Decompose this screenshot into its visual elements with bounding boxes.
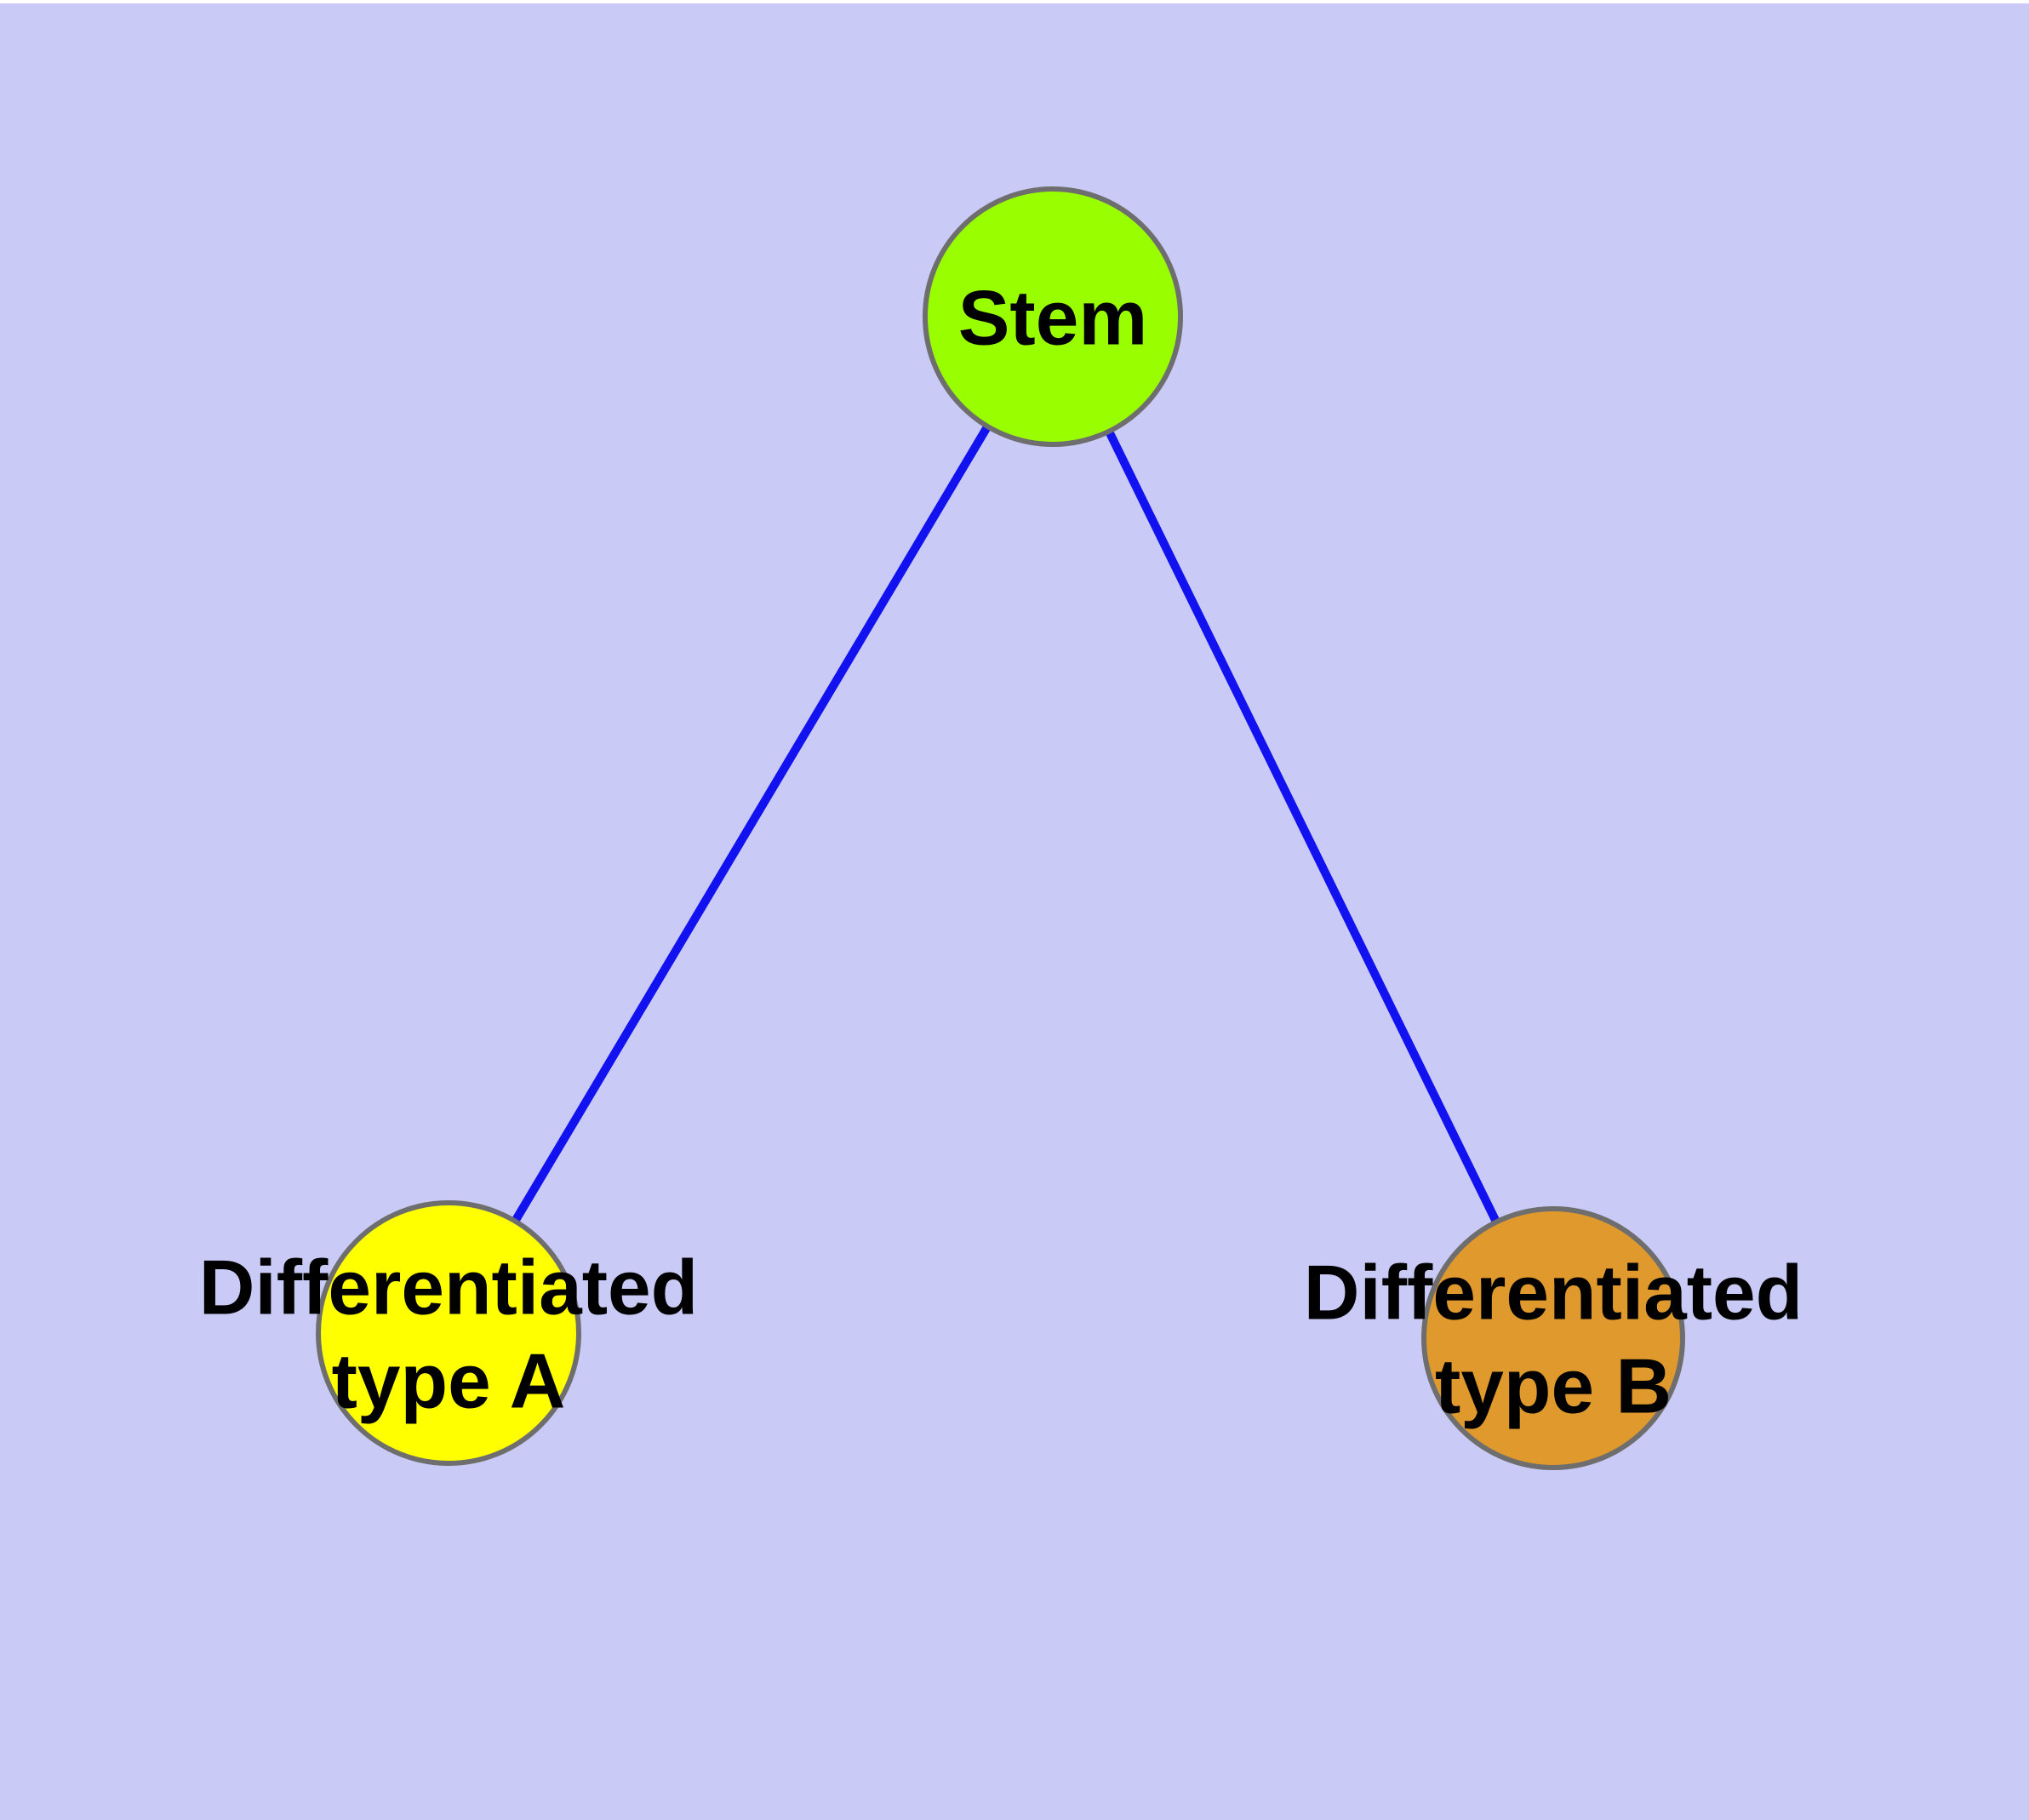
node-label-line: type B [1435,1343,1672,1429]
node-label-line: Differentiated [1304,1250,1803,1336]
node-stem [923,186,1183,447]
edge-stem-typeB [1049,314,1557,1341]
node-label-line: type A [332,1338,566,1424]
node-label-line: Differentiated [199,1245,699,1331]
node-typeB [1421,1206,1685,1470]
edge-stem-typeA [444,314,1057,1336]
node-typeA [316,1200,581,1466]
node-label-stem: Stem [958,275,1148,361]
node-label-line: Stem [958,275,1148,361]
